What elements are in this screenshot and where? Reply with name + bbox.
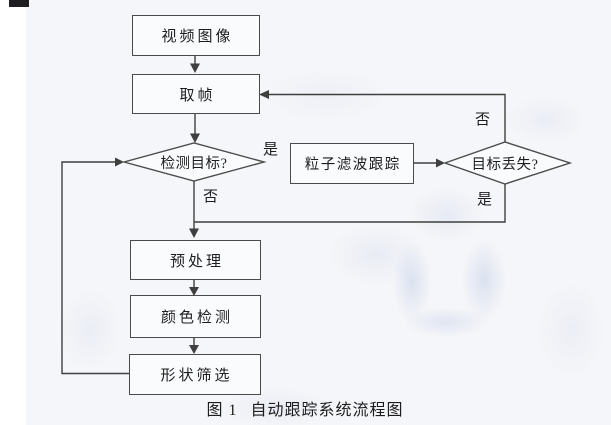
arrowhead-down-icon bbox=[190, 133, 200, 143]
branch-label-detect-no: 否 bbox=[203, 189, 219, 205]
flow-node-particle-filter-tracking: 粒子滤波跟踪 bbox=[290, 143, 414, 184]
decision-detect-target-shape bbox=[121, 142, 267, 182]
branch-label-detect-yes: 是 bbox=[263, 142, 279, 158]
decision-detect-target-label: 检测目标? bbox=[160, 155, 228, 172]
flow-node-preprocessing: 预处理 bbox=[130, 240, 261, 280]
figure-caption: 图 1 自动跟踪系统流程图 bbox=[140, 396, 470, 420]
scan-artifact-mark bbox=[9, 0, 29, 7]
decision-target-lost-shape bbox=[442, 141, 573, 185]
branch-label-lost-yes: 是 bbox=[477, 192, 493, 208]
arrowhead-down-icon bbox=[189, 345, 199, 354]
branch-label-lost-no: 否 bbox=[475, 112, 491, 128]
connector-lines bbox=[61, 54, 506, 375]
flow-node-video-image: 视频图像 bbox=[132, 15, 260, 56]
scan-page-background bbox=[26, 0, 611, 425]
figure-caption-title: 自动跟踪系统流程图 bbox=[250, 402, 404, 419]
flow-node-color-detection: 颜色检测 bbox=[130, 295, 261, 338]
arrowhead-down-icon bbox=[190, 63, 200, 73]
arrowhead-down-icon bbox=[189, 287, 199, 296]
flow-node-shape-filtering: 形状筛选 bbox=[129, 354, 261, 395]
arrowhead-right-icon bbox=[436, 158, 445, 168]
flow-node-grab-frame: 取帧 bbox=[132, 74, 260, 114]
decision-diamonds bbox=[121, 141, 573, 185]
arrowhead-down-icon bbox=[189, 228, 199, 238]
arrowheads bbox=[115, 63, 445, 354]
arrowhead-right-icon bbox=[115, 157, 124, 167]
figure-caption-number: 图 1 bbox=[206, 402, 238, 419]
decision-target-lost-label: 目标丢失? bbox=[471, 156, 539, 173]
arrowhead-left-icon bbox=[259, 90, 269, 99]
